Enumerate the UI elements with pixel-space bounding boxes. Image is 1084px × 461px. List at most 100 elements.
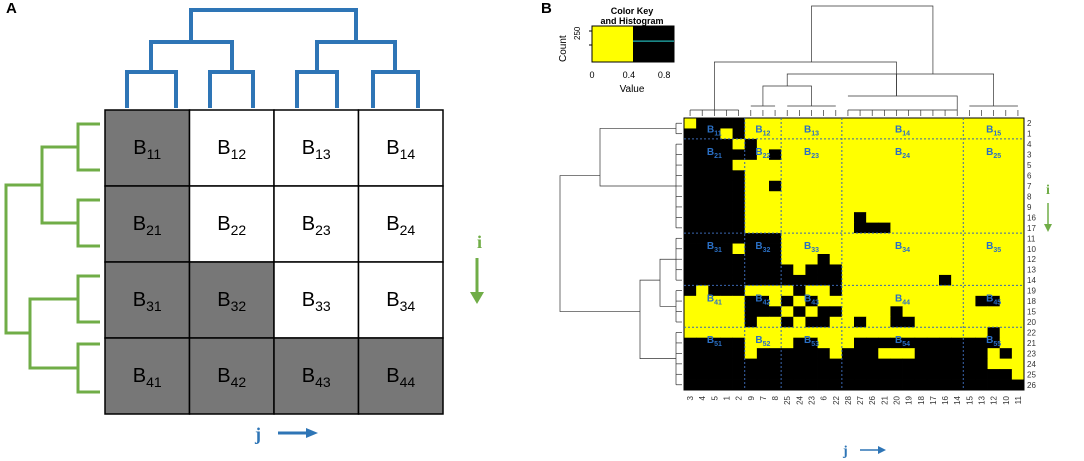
heatmap-cell [781, 159, 794, 171]
row-label: 8 [1027, 192, 1032, 201]
heatmap-cell [841, 191, 855, 203]
heatmap-cell [939, 254, 952, 265]
heatmap-cell [684, 138, 697, 150]
heatmap-cell [720, 358, 733, 370]
heatmap-cell [866, 180, 879, 192]
heatmap-cell [854, 233, 867, 244]
block-subscript: 33 [315, 298, 331, 314]
heatmap-cell [732, 212, 746, 224]
heatmap-cell [951, 243, 964, 255]
block-label-42: B42 [217, 365, 246, 390]
heatmap-cell [793, 295, 806, 307]
block-label-43: B43 [302, 365, 331, 390]
heatmap-cell [866, 327, 879, 339]
i-arrow-head [470, 292, 484, 304]
block-cell-32 [188, 261, 275, 339]
heatmap-cell [975, 274, 988, 286]
heatmap-cell [854, 170, 867, 182]
heatmap-cell [939, 285, 952, 297]
heatmap-cell [890, 264, 903, 276]
column-label: 11 [1014, 395, 1023, 404]
heatmap-cell [926, 337, 940, 349]
heatmap-cell [902, 233, 916, 244]
heatmap-cell [793, 348, 806, 360]
heatmap-cell [975, 316, 988, 328]
heatmap-cell [866, 159, 879, 171]
heatmap-cell [829, 222, 843, 234]
heatmap-cell [744, 149, 758, 161]
block-label-b14: B14 [895, 124, 910, 137]
heatmap-cell [744, 306, 758, 318]
heatmap-cell [708, 285, 721, 297]
heatmap-cell [987, 212, 1001, 224]
heatmap-cell [756, 306, 770, 318]
heatmap-cell [720, 233, 733, 244]
heatmap-cell [878, 191, 891, 203]
heatmap-cell [696, 285, 709, 297]
heatmap-cell [744, 159, 758, 171]
heatmap-cell [744, 170, 758, 182]
heatmap-cell [829, 337, 843, 349]
block-subscript: 34 [400, 298, 416, 314]
dendro-link [371, 70, 420, 108]
heatmap-cell [696, 149, 709, 161]
block-main: B [386, 213, 399, 235]
row-label: 5 [1027, 161, 1032, 170]
heatmap-cell [841, 316, 855, 328]
heatmap-cell [744, 191, 758, 203]
heatmap-cell [951, 191, 964, 203]
heatmap-cell [805, 316, 818, 328]
heatmap-cell [939, 233, 952, 244]
heatmap-cell [769, 358, 782, 370]
heatmap-cell [817, 327, 831, 339]
heatmap-cell [926, 170, 940, 182]
heatmap-cell [769, 212, 782, 224]
heatmap-cell [866, 191, 879, 203]
block-subscript: 31 [146, 298, 162, 314]
column-label: 12 [990, 395, 999, 404]
heatmap-cell [866, 222, 879, 234]
heatmap-cell [1011, 306, 1025, 318]
heatmap-cell [963, 327, 976, 339]
block-label-b31: B31 [707, 241, 722, 254]
heatmap-cell [781, 233, 794, 244]
heatmap-cell [878, 149, 891, 161]
block-label-b12: B12 [755, 124, 770, 137]
block-label-b53: B53 [804, 335, 819, 348]
heatmap-cell [793, 149, 806, 161]
block-main: B [302, 289, 315, 311]
heatmap-cell [963, 254, 976, 265]
heatmap-cell [890, 170, 903, 182]
key-black [633, 26, 674, 62]
heatmap-cell [817, 274, 831, 286]
key-ylabel: Count [558, 35, 569, 62]
block-subscript: 13 [315, 146, 331, 162]
heatmap-cell [756, 212, 770, 224]
heatmap-cell [708, 264, 721, 276]
heatmap-cell [781, 316, 794, 328]
heatmap-cell [793, 274, 806, 286]
heatmap-cell [732, 327, 746, 339]
heatmap-cell [987, 180, 1001, 192]
heatmap-cell [769, 306, 782, 318]
heatmap-cell [744, 264, 758, 276]
heatmap-cell [878, 295, 891, 307]
heatmap-cell [732, 180, 746, 192]
heatmap-cell [890, 191, 903, 203]
heatmap-cell [866, 254, 879, 265]
heatmap-cell [841, 369, 855, 380]
heatmap-cell [841, 222, 855, 234]
heatmap-cell [890, 180, 903, 192]
heatmap-cell [878, 337, 891, 349]
heatmap-cell [866, 295, 879, 307]
dendro-link [28, 297, 78, 370]
heatmap-cell [987, 170, 1001, 182]
heatmap-cell [926, 118, 940, 129]
heatmap-cell [878, 327, 891, 339]
heatmap-cell [902, 128, 916, 140]
heatmap-cell [999, 180, 1013, 192]
heatmap-cell [708, 243, 721, 255]
heatmap-cell [744, 285, 758, 297]
heatmap-cell [878, 348, 891, 360]
heatmap-cell [829, 159, 843, 171]
